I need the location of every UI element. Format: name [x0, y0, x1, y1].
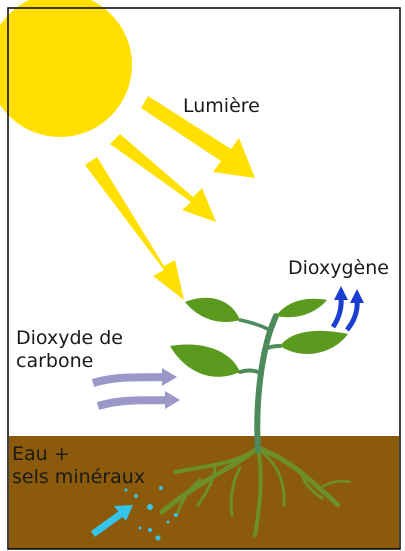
water-droplet: [148, 528, 152, 532]
water-label: Eau + sels minéraux: [12, 443, 145, 489]
water-label-line2: sels minéraux: [12, 466, 145, 489]
co2-label-line1: Dioxyde de: [16, 327, 123, 350]
water-droplet: [156, 536, 161, 541]
water-droplet: [159, 486, 163, 490]
co2-label: Dioxyde de carbone: [16, 327, 123, 373]
co2-label-line2: carbone: [16, 350, 123, 373]
oxygen-label: Dioxygène: [288, 257, 389, 280]
water-droplet: [147, 504, 153, 510]
light-label: Lumière: [183, 95, 260, 118]
water-label-line1: Eau +: [12, 443, 145, 466]
water-droplet: [174, 513, 178, 517]
water-droplet: [139, 527, 142, 530]
water-droplet: [167, 521, 170, 524]
water-droplet: [134, 494, 138, 498]
